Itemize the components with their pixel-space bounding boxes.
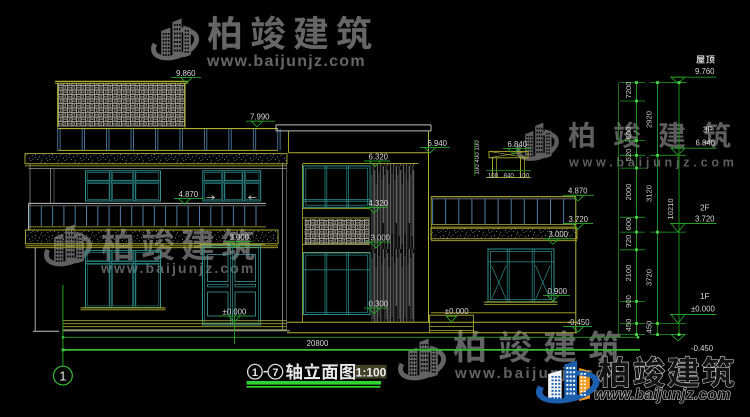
svg-text:4.320: 4.320 <box>369 199 389 208</box>
svg-text:10210: 10210 <box>666 198 675 219</box>
svg-text:20800: 20800 <box>307 339 329 348</box>
svg-text:3.720: 3.720 <box>569 215 589 224</box>
svg-text:0.300: 0.300 <box>369 300 389 309</box>
svg-text:www.baijunjz.com: www.baijunjz.com <box>100 260 255 276</box>
svg-text:3720: 3720 <box>645 269 654 286</box>
svg-text:600: 600 <box>624 127 633 140</box>
svg-text:-0.450: -0.450 <box>691 344 714 353</box>
svg-text:520: 520 <box>624 149 633 162</box>
svg-text:6.840: 6.840 <box>508 140 528 149</box>
svg-text:400: 400 <box>474 152 481 163</box>
svg-text:100: 100 <box>488 173 499 180</box>
svg-text:0.900: 0.900 <box>548 287 568 296</box>
svg-text:4.870: 4.870 <box>179 190 199 199</box>
svg-text:720: 720 <box>624 235 633 248</box>
svg-text:2000: 2000 <box>624 184 633 201</box>
svg-text:www.baijunjz.com: www.baijunjz.com <box>568 156 738 170</box>
svg-text:450: 450 <box>624 319 633 332</box>
svg-text:100: 100 <box>519 173 530 180</box>
svg-text:3.000: 3.000 <box>230 233 250 242</box>
svg-text:9.860: 9.860 <box>176 69 196 78</box>
svg-text:1: 1 <box>252 367 258 379</box>
svg-text:450: 450 <box>645 321 654 334</box>
svg-text:±0.000: ±0.000 <box>223 308 247 317</box>
svg-text:3120: 3120 <box>645 185 654 202</box>
svg-text:±0.000: ±0.000 <box>445 307 469 316</box>
svg-text:3.000: 3.000 <box>549 230 569 239</box>
svg-text:840: 840 <box>504 173 515 180</box>
svg-text:www.baijunjz.com: www.baijunjz.com <box>454 365 623 382</box>
svg-text:1F: 1F <box>700 292 710 301</box>
svg-text:3F: 3F <box>703 125 713 134</box>
svg-text:6.840: 6.840 <box>696 139 716 148</box>
svg-text:100: 100 <box>474 140 481 151</box>
svg-text:2F: 2F <box>700 204 710 213</box>
svg-text:1: 1 <box>59 368 66 383</box>
svg-text:100: 100 <box>474 164 481 175</box>
svg-text:3.000: 3.000 <box>371 234 391 243</box>
svg-text:9.760: 9.760 <box>695 67 715 76</box>
svg-text:-0.450: -0.450 <box>568 318 591 327</box>
svg-text:www.baijunjz.com: www.baijunjz.com <box>594 386 731 403</box>
svg-text:4.870: 4.870 <box>568 187 588 196</box>
svg-text:3.720: 3.720 <box>695 215 715 224</box>
svg-text:900: 900 <box>624 295 633 308</box>
svg-text:1:100: 1:100 <box>356 365 387 379</box>
svg-text:2920: 2920 <box>645 111 654 128</box>
svg-text:7.990: 7.990 <box>250 113 270 122</box>
svg-text:www.baijunjz.com: www.baijunjz.com <box>206 53 366 70</box>
svg-text:6.320: 6.320 <box>369 152 389 161</box>
svg-text:7: 7 <box>272 367 278 379</box>
svg-text:6.940: 6.940 <box>428 139 448 148</box>
svg-text:600: 600 <box>624 218 633 231</box>
svg-text:7200: 7200 <box>624 82 633 99</box>
svg-text:±0.000: ±0.000 <box>691 304 715 313</box>
svg-text:2100: 2100 <box>624 265 633 282</box>
